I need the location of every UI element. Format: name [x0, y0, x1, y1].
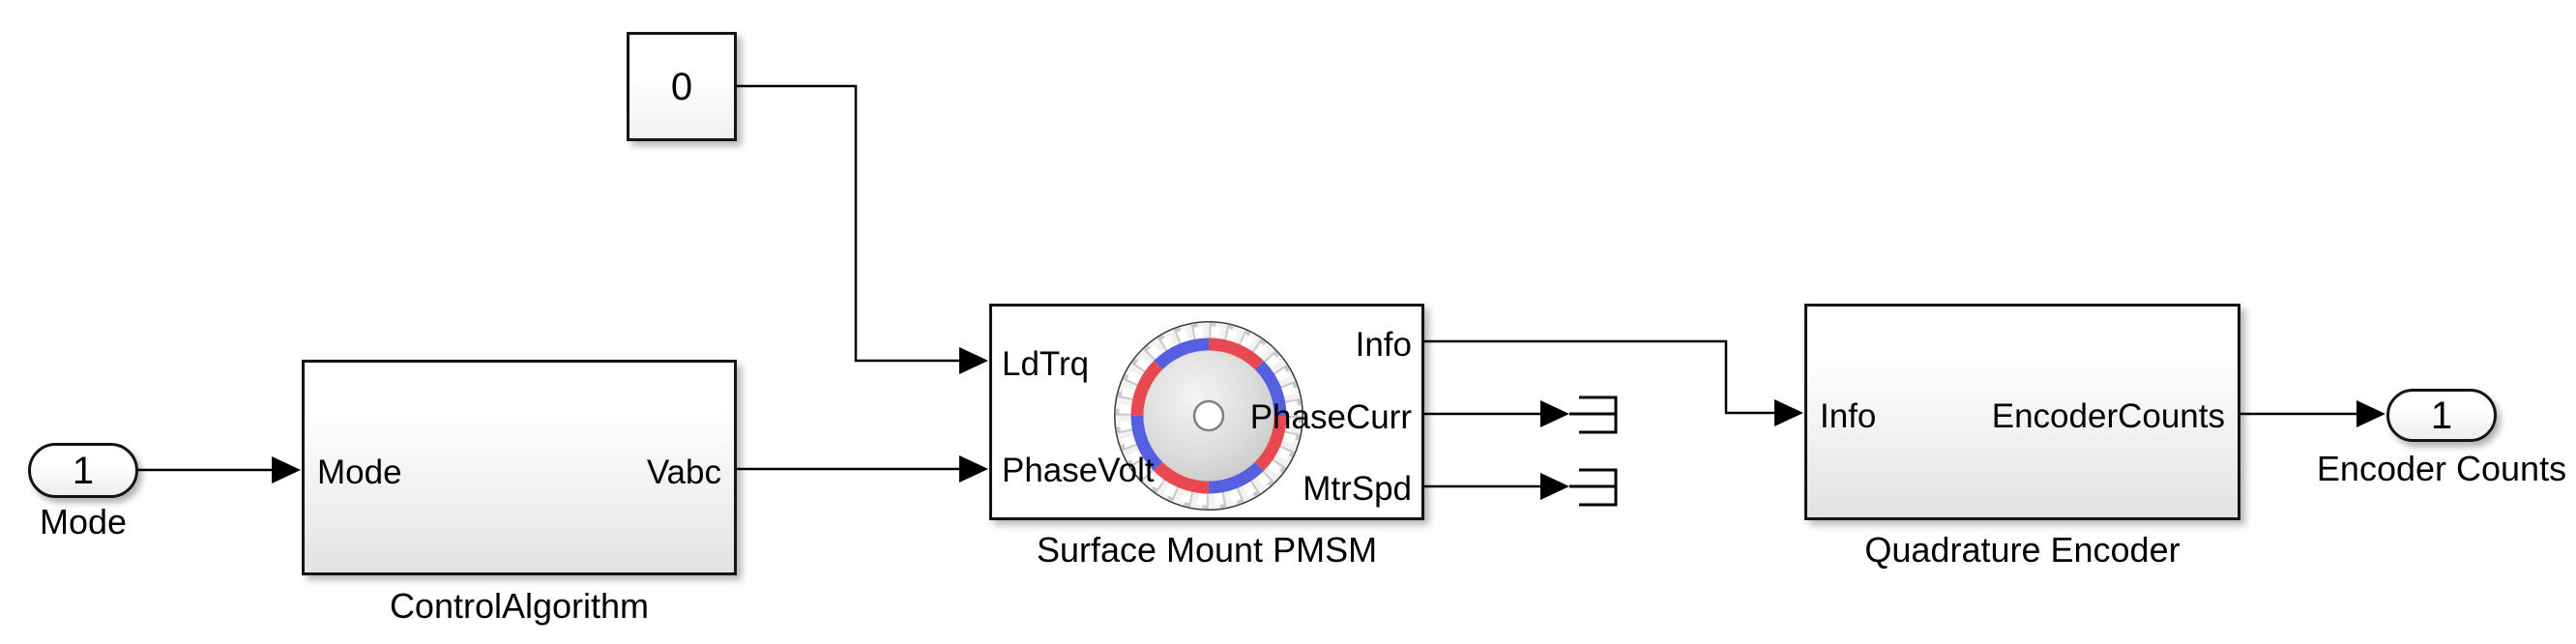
outport-caption[interactable]: Encoder Counts — [2316, 449, 2567, 488]
wire-vabc-to-phasevolt[interactable] — [737, 455, 988, 483]
pmsm-output-info-label: Info — [1355, 326, 1412, 364]
constant-block[interactable]: 0 — [627, 32, 737, 141]
encoder-output-encodercounts-label: EncoderCounts — [1991, 397, 2225, 435]
terminator-icon[interactable] — [1569, 395, 1618, 434]
pmsm-caption[interactable]: Surface Mount PMSM — [1036, 530, 1378, 570]
wire-info-to-encoder[interactable] — [1424, 339, 1803, 426]
control-output-vabc-label: Vabc — [646, 454, 721, 491]
terminator-icon[interactable] — [1569, 468, 1618, 507]
wire-mode-to-control[interactable] — [138, 456, 301, 483]
arrowhead-icon — [1540, 473, 1569, 500]
arrowhead-icon — [2356, 400, 2386, 427]
arrowhead-icon — [959, 455, 988, 483]
encoder-input-info-label: Info — [1820, 397, 1877, 435]
arrowhead-icon — [1540, 400, 1569, 427]
inport-caption[interactable]: Mode — [39, 502, 128, 542]
outport-encoder-counts[interactable]: 1 — [2386, 389, 2497, 442]
arrowhead-icon — [272, 456, 301, 483]
control-algorithm-caption[interactable]: ControlAlgorithm — [389, 586, 650, 626]
inport-mode[interactable]: 1 — [28, 443, 138, 498]
constant-value: 0 — [670, 65, 693, 108]
wire-phasecurr-to-terminator[interactable] — [1424, 400, 1569, 427]
pmsm-block[interactable]: LdTrq PhaseVolt Info PhaseCurr MtrSpd — [989, 304, 1424, 520]
pmsm-input-ldtrq-label: LdTrq — [1002, 345, 1090, 383]
arrowhead-icon — [1774, 399, 1803, 426]
inport-number: 1 — [72, 449, 95, 492]
pmsm-motor-icon — [1114, 321, 1303, 511]
control-algorithm-block[interactable]: Mode Vabc — [302, 360, 737, 575]
arrowhead-icon — [959, 347, 988, 374]
control-input-mode-label: Mode — [317, 454, 402, 491]
wire-encodercounts-to-outport[interactable] — [2240, 400, 2386, 427]
outport-number: 1 — [2430, 394, 2453, 437]
quadrature-encoder-caption[interactable]: Quadrature Encoder — [1864, 530, 2181, 570]
pmsm-output-phasecurr-label: PhaseCurr — [1249, 398, 1412, 436]
pmsm-output-mtrspd-label: MtrSpd — [1303, 470, 1412, 508]
pmsm-input-phasevolt-label: PhaseVolt — [1002, 452, 1155, 489]
wire-constant-to-ldtrq[interactable] — [737, 84, 988, 374]
wire-mtrspd-to-terminator[interactable] — [1424, 473, 1569, 500]
quadrature-encoder-block[interactable]: Info EncoderCounts — [1804, 304, 2240, 520]
